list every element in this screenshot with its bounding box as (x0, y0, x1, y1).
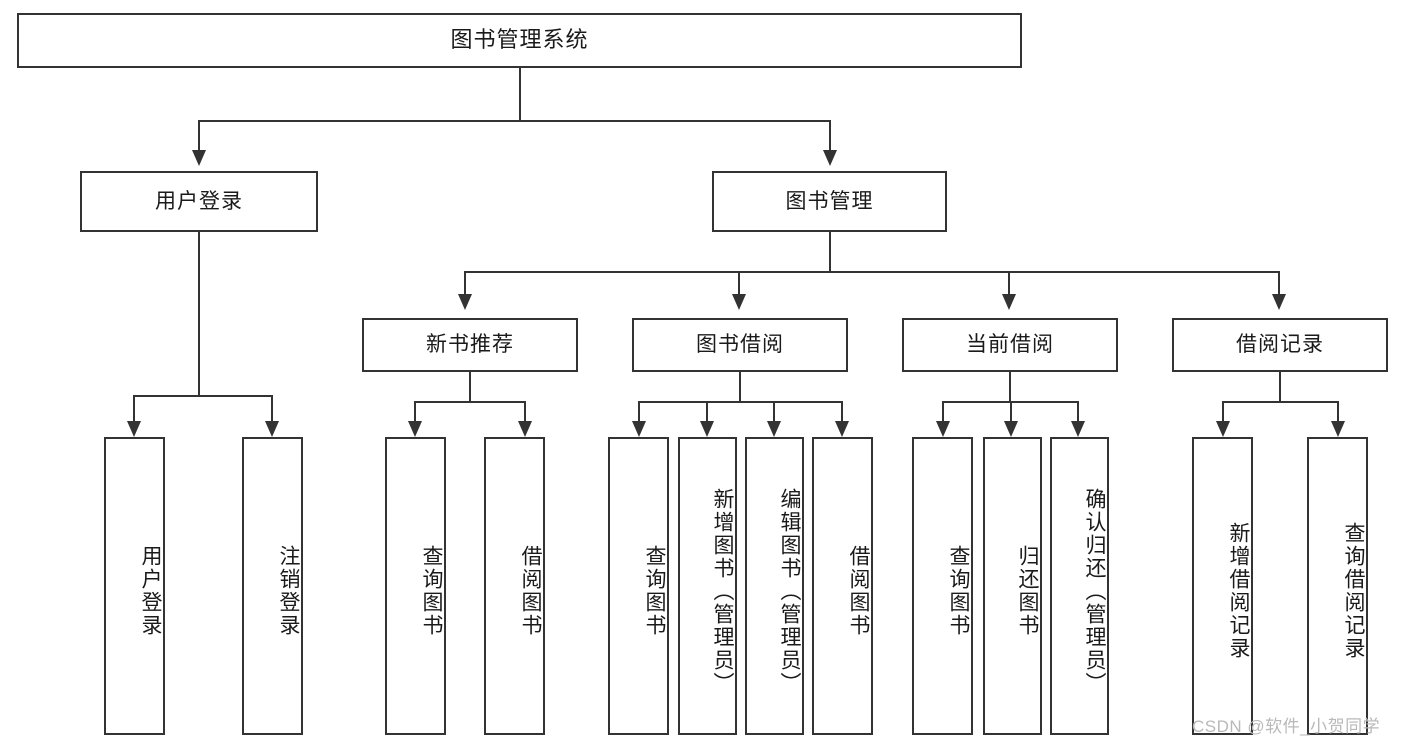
edge-user-login-to-leaf-1 (271, 395, 273, 421)
edge-root-down (519, 68, 521, 121)
leaf-new-book-query-book[interactable]: 查询图书 (385, 437, 446, 735)
arrowhead-current-borrow-leaf-0 (936, 421, 950, 437)
node-label: 新增图书（管理员） (711, 487, 734, 695)
node-label: 借阅图书 (519, 545, 542, 637)
edge-book-borrow-to-leaf-1 (706, 401, 708, 421)
leaf-book-borrow-add-book-admin[interactable]: 新增图书（管理员） (678, 437, 737, 735)
edge-borrow-record-bar (1222, 401, 1338, 403)
node-label: 借阅记录 (1236, 333, 1324, 357)
edge-new-book-to-leaf-0 (414, 401, 416, 421)
leaf-book-borrow-edit-book-admin[interactable]: 编辑图书（管理员） (745, 437, 804, 735)
edge-borrow-record-to-leaf-0 (1222, 401, 1224, 421)
node-label: 查询图书 (420, 545, 443, 637)
edge-book-mgmt-to-l3-0 (464, 271, 466, 294)
node-new-book-recommend[interactable]: 新书推荐 (362, 318, 578, 372)
arrowhead-user-login-leaf-1 (265, 421, 279, 437)
arrowhead-new-book-leaf-0 (408, 421, 422, 437)
arrowhead-borrow-record-leaf-1 (1331, 421, 1345, 437)
node-label: 编辑图书（管理员） (778, 487, 801, 695)
node-label: 图书借阅 (696, 333, 784, 357)
edge-book-borrow-to-leaf-3 (841, 401, 843, 421)
node-label: 确认归还（管理员） (1083, 487, 1106, 695)
arrowhead-l3-2 (1002, 294, 1016, 310)
arrowhead-user-login-leaf-0 (127, 421, 141, 437)
arrowhead-new-book-leaf-1 (518, 421, 532, 437)
edge-book-mgmt-down (829, 232, 831, 272)
arrowhead-to-user-login (192, 150, 206, 166)
edge-new-book-to-leaf-1 (524, 401, 526, 421)
node-label: 查询图书 (947, 545, 970, 637)
leaf-current-borrow-query-book[interactable]: 查询图书 (912, 437, 973, 735)
leaf-borrow-record-query-record[interactable]: 查询借阅记录 (1307, 437, 1368, 735)
edge-new-book-down (469, 372, 471, 402)
node-book-management[interactable]: 图书管理 (712, 171, 947, 232)
leaf-current-borrow-confirm-return-admin[interactable]: 确认归还（管理员） (1050, 437, 1109, 735)
edge-user-login-to-leaf-0 (133, 395, 135, 421)
arrowhead-book-borrow-leaf-0 (632, 421, 646, 437)
node-current-borrow[interactable]: 当前借阅 (902, 318, 1118, 372)
edge-current-borrow-down (1009, 372, 1011, 402)
edge-book-borrow-bar (638, 401, 843, 403)
arrowhead-l3-0 (458, 294, 472, 310)
node-root-book-management-system[interactable]: 图书管理系统 (17, 13, 1022, 68)
node-book-borrow[interactable]: 图书借阅 (632, 318, 848, 372)
edge-borrow-record-down (1279, 372, 1281, 402)
edge-root-bar (198, 120, 831, 122)
arrowhead-current-borrow-leaf-1 (1004, 421, 1018, 437)
arrowhead-l3-3 (1272, 294, 1286, 310)
leaf-book-borrow-query-book[interactable]: 查询图书 (608, 437, 669, 735)
edge-root-to-user-login (198, 120, 200, 150)
edge-book-borrow-down (739, 372, 741, 402)
arrowhead-book-borrow-leaf-2 (767, 421, 781, 437)
node-label: 查询借阅记录 (1342, 522, 1365, 660)
leaf-new-book-borrow-book[interactable]: 借阅图书 (484, 437, 545, 735)
edge-root-to-book-mgmt (829, 120, 831, 150)
edge-new-book-bar (414, 401, 525, 403)
node-user-login[interactable]: 用户登录 (80, 171, 318, 232)
node-label: 当前借阅 (966, 333, 1054, 357)
leaf-user-login-logout[interactable]: 注销登录 (242, 437, 303, 735)
edge-user-login-bar (133, 395, 272, 397)
edge-book-borrow-to-leaf-2 (773, 401, 775, 421)
node-label: 用户登录 (155, 189, 243, 213)
leaf-book-borrow-borrow-book[interactable]: 借阅图书 (812, 437, 873, 735)
node-label: 查询图书 (643, 545, 666, 637)
node-label: 新书推荐 (426, 333, 514, 357)
edge-borrow-record-to-leaf-1 (1337, 401, 1339, 421)
node-label: 注销登录 (277, 545, 300, 637)
node-label: 归还图书 (1016, 545, 1039, 637)
edge-current-borrow-to-leaf-2 (1077, 401, 1079, 421)
node-borrow-record[interactable]: 借阅记录 (1172, 318, 1388, 372)
arrowhead-to-book-mgmt (823, 150, 837, 166)
arrowhead-book-borrow-leaf-1 (700, 421, 714, 437)
edge-book-mgmt-to-l3-1 (738, 271, 740, 294)
arrowhead-current-borrow-leaf-2 (1071, 421, 1085, 437)
edge-book-mgmt-to-l3-2 (1008, 271, 1010, 294)
leaf-current-borrow-return-book[interactable]: 归还图书 (983, 437, 1042, 735)
arrowhead-borrow-record-leaf-0 (1216, 421, 1230, 437)
edge-book-mgmt-to-l3-3 (1278, 271, 1280, 294)
edge-current-borrow-to-leaf-0 (942, 401, 944, 421)
edge-current-borrow-to-leaf-1 (1010, 401, 1012, 421)
arrowhead-book-borrow-leaf-3 (835, 421, 849, 437)
node-label: 图书管理 (785, 189, 874, 213)
edge-book-borrow-to-leaf-0 (638, 401, 640, 421)
node-label: 新增借阅记录 (1227, 522, 1250, 660)
edge-user-login-down (198, 232, 200, 396)
node-label: 借阅图书 (847, 545, 870, 637)
leaf-user-login-login[interactable]: 用户登录 (104, 437, 165, 735)
edge-book-mgmt-bar (464, 271, 1280, 273)
arrowhead-l3-1 (732, 294, 746, 310)
leaf-borrow-record-add-record[interactable]: 新增借阅记录 (1192, 437, 1253, 735)
node-label: 用户登录 (139, 545, 162, 637)
node-label: 图书管理系统 (450, 27, 589, 53)
csdn-watermark: CSDN @软件_小贺同学 (1192, 717, 1381, 736)
